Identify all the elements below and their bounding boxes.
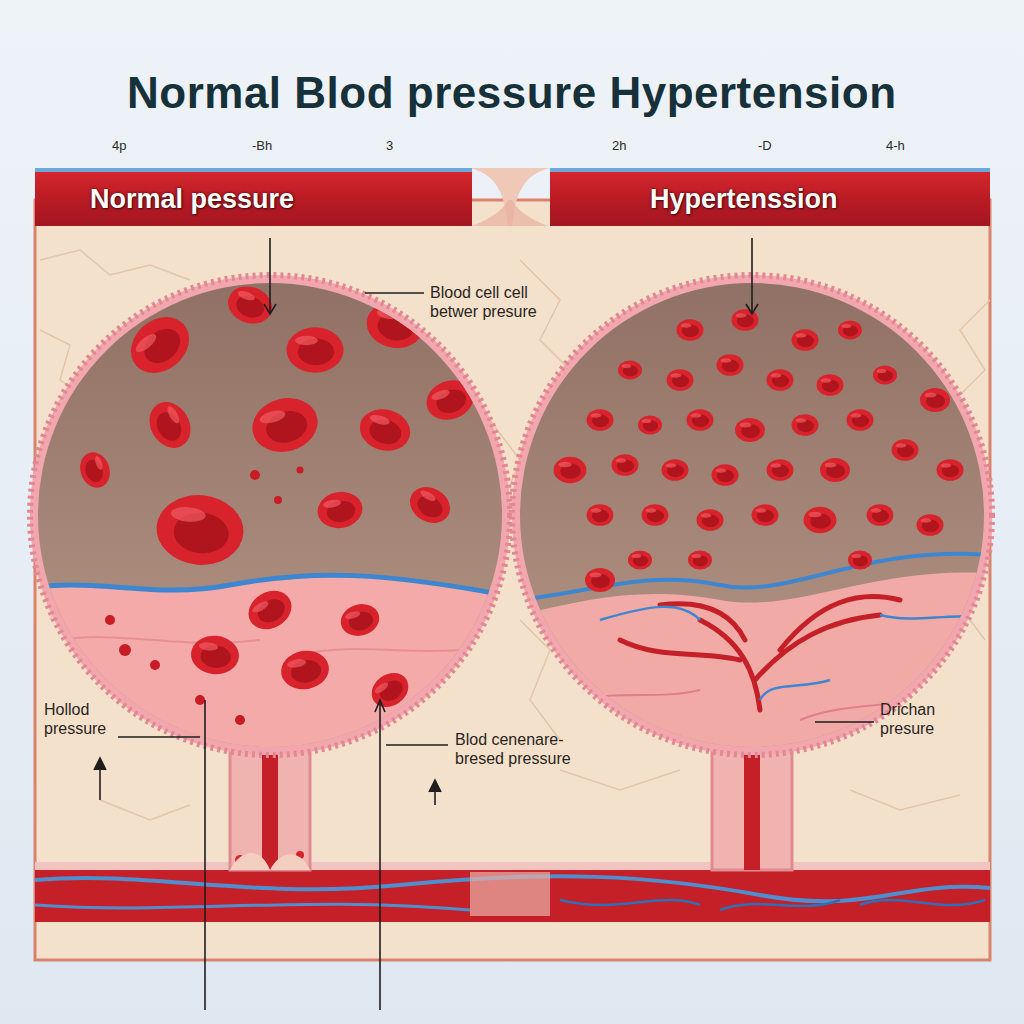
callout-label: Blood cell cell betwer presure <box>430 283 558 321</box>
vessel-pinch <box>470 168 550 226</box>
scale-mark: 2h <box>612 138 626 153</box>
scale-mark: 4p <box>112 138 126 153</box>
scale-mark: -D <box>758 138 772 153</box>
hypertension-vessel-section <box>500 270 1020 780</box>
leader-lines <box>94 238 874 1010</box>
callout-label: Blod cenenare-bresed pressure <box>455 730 587 768</box>
band-label: Normal pessure <box>90 184 294 215</box>
scale-mark: 4-h <box>886 138 905 153</box>
diagram-title: Normal Blod pressure Hypertension <box>127 68 897 118</box>
normal-vessel-section <box>20 270 530 780</box>
artery-band: Normal pessure <box>35 168 472 226</box>
callout-label: Hollod pressure <box>44 700 116 738</box>
artery-band: Hypertenssion <box>550 168 990 226</box>
scale-mark: 3 <box>386 138 393 153</box>
scale-mark: -Bh <box>252 138 272 153</box>
callout-label: Drichan presure <box>880 700 976 738</box>
artery-band-bottom <box>35 868 990 922</box>
band-label: Hypertenssion <box>650 184 838 215</box>
